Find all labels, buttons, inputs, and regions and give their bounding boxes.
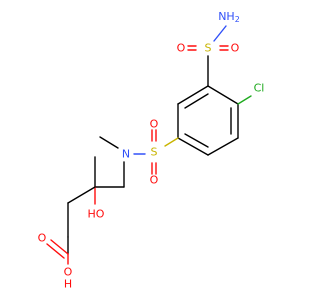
bond-ring-to-chlorine bbox=[237, 95, 252, 105]
ring-bond-3 bbox=[207, 137, 239, 156]
ring-bond-4 bbox=[177, 137, 209, 156]
top-right-oxygen-label: O bbox=[231, 42, 240, 55]
bond-ring-to-middle-sulfur bbox=[164, 137, 179, 147]
top-sulfur-label: S bbox=[205, 42, 212, 55]
bond-carboxyl-to-carbonyl-2 bbox=[46, 243, 65, 259]
bond-nitrogen-to-methyl bbox=[99, 136, 119, 149]
hydroxyl-label: HO bbox=[88, 208, 105, 221]
acid-hydrogen-label: H bbox=[64, 278, 72, 291]
nitrogen-label: N bbox=[122, 148, 130, 161]
ring-double-bond-2 bbox=[184, 133, 209, 148]
top-left-oxygen-label: O bbox=[177, 42, 186, 55]
carbonyl-oxygen-label: O bbox=[38, 232, 47, 245]
bond-layer bbox=[46, 25, 252, 265]
nh2-label: NH2 bbox=[218, 10, 240, 24]
chemical-structure-diagram: NH2 S O O Cl S O O N HO O O H bbox=[38, 10, 265, 291]
ring-bond-1 bbox=[207, 85, 239, 105]
bond-carboxyl-to-carbonyl-1 bbox=[50, 239, 69, 255]
bond-top-sulfur-to-nh2 bbox=[213, 25, 227, 42]
ring-double-bond-3 bbox=[184, 93, 209, 109]
atom-label-layer: NH2 S O O Cl S O O N HO O O H bbox=[38, 10, 265, 291]
middle-bottom-oxygen-label: O bbox=[150, 174, 159, 187]
acid-oxygen-label: O bbox=[64, 266, 73, 279]
chlorine-label: Cl bbox=[254, 82, 265, 95]
middle-top-oxygen-label: O bbox=[150, 118, 159, 131]
middle-sulfur-label: S bbox=[151, 146, 158, 159]
bond-quaternary-to-ch2b bbox=[67, 186, 96, 204]
ring-bond-6 bbox=[177, 85, 209, 105]
nh2-subscript: 2 bbox=[235, 15, 240, 24]
